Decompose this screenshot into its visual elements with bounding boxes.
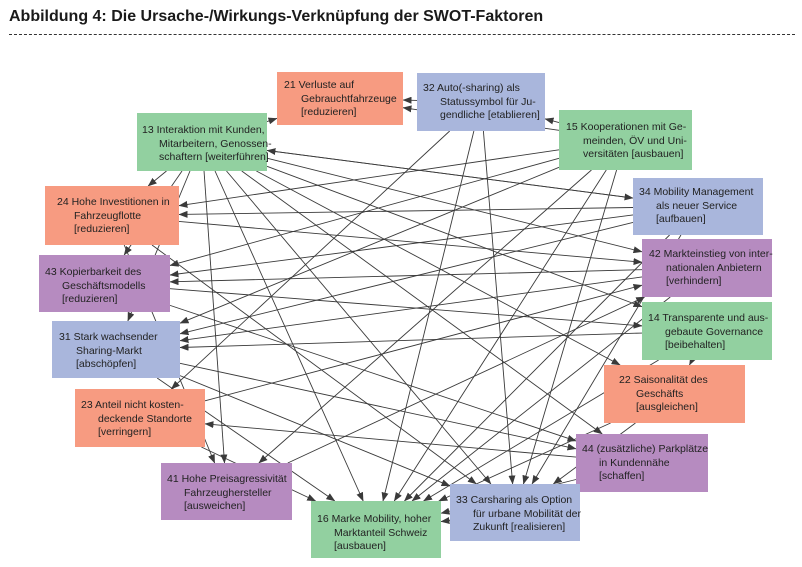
edge-n23-to-n42 bbox=[204, 283, 643, 402]
edge-n13-to-n33 bbox=[226, 170, 492, 485]
edge-n34-to-n31 bbox=[179, 222, 634, 336]
edge-n43-to-n14 bbox=[169, 288, 643, 329]
node-42-markteinstieg: 42 Markteinstieg von inter-nationalen An… bbox=[642, 239, 773, 297]
edge-n13-to-n44 bbox=[241, 170, 603, 435]
edge-n13-to-n16 bbox=[214, 170, 364, 502]
edge-n31-to-n44 bbox=[179, 362, 577, 451]
edge-n15-to-n31 bbox=[179, 166, 560, 324]
edge-n13-to-n42 bbox=[266, 157, 643, 254]
edge-n31-to-n33 bbox=[179, 375, 451, 487]
title-divider bbox=[9, 34, 795, 35]
edge-n32-to-n16 bbox=[381, 130, 475, 502]
edge-n41-to-n42 bbox=[287, 296, 646, 464]
edge-n24-to-n42 bbox=[178, 220, 643, 266]
node-13-interaktion: 13 Interaktion mit Kunden,Mitarbeitern, … bbox=[137, 113, 272, 171]
edge-n13-to-n41 bbox=[203, 170, 228, 464]
edge-n34-to-n24 bbox=[178, 207, 634, 218]
figure-title: Abbildung 4: Die Ursache-/Wirkungs-Verkn… bbox=[9, 8, 544, 25]
edge-n13-to-n22 bbox=[256, 170, 621, 366]
node-23-standorte: 23 Anteil nicht kosten-deckende Standort… bbox=[75, 389, 205, 447]
edge-n14-to-n31 bbox=[179, 332, 643, 351]
edge-n42-to-n16 bbox=[411, 296, 671, 502]
edge-n14-to-n22 bbox=[689, 355, 697, 366]
edge-n43-to-n44 bbox=[169, 304, 577, 442]
edge-n13-to-n14 bbox=[266, 165, 643, 308]
edge-n42-to-n43 bbox=[169, 269, 643, 286]
edge-n24-to-n33 bbox=[151, 244, 477, 485]
edge-n34-to-n43 bbox=[169, 214, 634, 278]
edge-n33-to-n16 bbox=[440, 517, 451, 524]
edge-n32-to-n33 bbox=[482, 130, 516, 485]
edge-n15-to-n32 bbox=[544, 117, 560, 125]
edge-n13-to-n21 bbox=[266, 117, 278, 125]
edge-n13-to-n24 bbox=[147, 170, 167, 187]
node-15-kooperationen: 15 Kooperationen mit Ge-meinden, ÖV und … bbox=[559, 110, 692, 170]
edge-n42-to-n31 bbox=[179, 276, 643, 343]
edge-n44-to-n23 bbox=[204, 421, 577, 458]
node-14-governance: 14 Transparente und aus-gebaute Governan… bbox=[642, 302, 772, 360]
edge-n15-to-n41 bbox=[258, 169, 592, 464]
edge-n15-to-n24 bbox=[178, 149, 560, 208]
edge-n34-to-n13 bbox=[266, 148, 634, 199]
